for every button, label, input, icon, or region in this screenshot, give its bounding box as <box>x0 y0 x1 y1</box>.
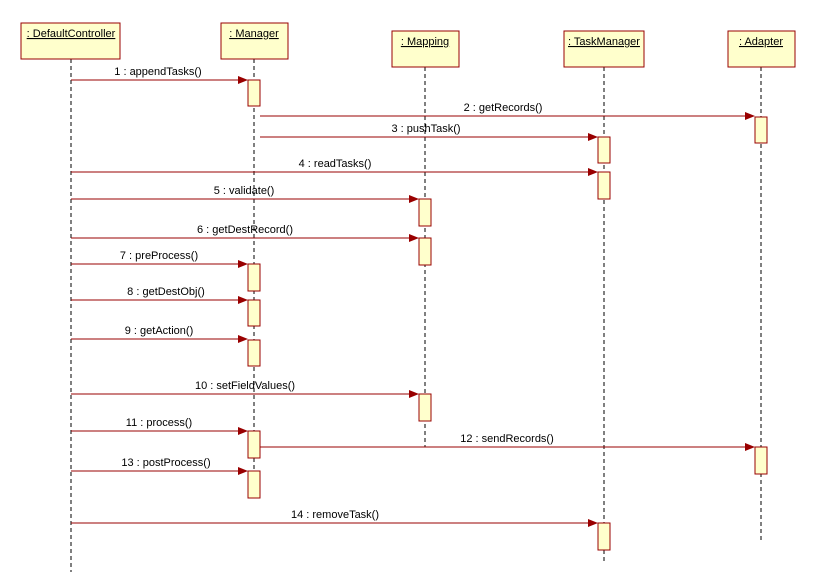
message-6-label: 6 : getDestRecord() <box>197 224 293 236</box>
arrowhead-icon <box>745 112 755 120</box>
lifeline-default-controller: : DefaultController <box>20 22 121 572</box>
message-1: 1 : appendTasks() <box>71 66 248 84</box>
arrowhead-icon <box>238 467 248 475</box>
message-8-label: 8 : getDestObj() <box>127 286 205 298</box>
arrowhead-icon <box>745 443 755 451</box>
message-14: 14 : removeTask() <box>71 509 598 527</box>
activation-bar <box>597 171 611 200</box>
lifeline-default-controller-box <box>20 22 121 60</box>
message-11: 11 : process() <box>71 417 248 435</box>
message-3-label: 3 : pushTask() <box>391 123 460 135</box>
lifeline-adapter-box <box>727 30 796 68</box>
activation-bar <box>754 446 768 475</box>
message-3: 3 : pushTask() <box>260 123 598 141</box>
message-9: 9 : getAction() <box>71 325 248 343</box>
activation-bars <box>247 79 768 551</box>
message-14-label: 14 : removeTask() <box>291 509 379 521</box>
arrowhead-icon <box>409 195 419 203</box>
message-8: 8 : getDestObj() <box>71 286 248 304</box>
activation-bar <box>247 339 261 367</box>
message-6: 6 : getDestRecord() <box>71 224 419 242</box>
lifeline-mapping-box <box>391 30 460 68</box>
message-4: 4 : readTasks() <box>71 158 598 176</box>
activation-bar <box>418 198 432 227</box>
message-7-label: 7 : preProcess() <box>120 250 198 262</box>
message-2: 2 : getRecords() <box>260 102 755 120</box>
message-1-label: 1 : appendTasks() <box>114 66 201 78</box>
message-7: 7 : preProcess() <box>71 250 248 268</box>
arrowhead-icon <box>238 296 248 304</box>
lifeline-task-manager-box <box>563 30 645 68</box>
arrowhead-icon <box>238 76 248 84</box>
activation-bar <box>597 522 611 551</box>
message-4-label: 4 : readTasks() <box>299 158 372 170</box>
message-12: 12 : sendRecords() <box>260 433 755 451</box>
lifeline-task-manager: : TaskManager <box>563 30 645 562</box>
lifeline-adapter-title: : Adapter <box>739 36 783 48</box>
activation-bar <box>247 299 261 327</box>
message-2-label: 2 : getRecords() <box>464 102 543 114</box>
lifeline-manager-box <box>220 22 289 60</box>
lifeline-task-manager-title: : TaskManager <box>568 36 640 48</box>
message-10-label: 10 : setFieldValues() <box>195 380 295 392</box>
activation-bar <box>418 393 432 422</box>
activation-bar <box>247 263 261 292</box>
lifeline-manager-title: : Manager <box>229 28 279 40</box>
arrowhead-icon <box>588 168 598 176</box>
lifeline-default-controller-title: : DefaultController <box>27 28 116 40</box>
activation-bar <box>418 237 432 266</box>
arrowhead-icon <box>409 390 419 398</box>
activation-bar <box>247 430 261 459</box>
activation-bar <box>597 136 611 164</box>
message-11-label: 11 : process() <box>126 417 192 429</box>
activation-bar <box>247 470 261 499</box>
arrowhead-icon <box>238 335 248 343</box>
arrowhead-icon <box>409 234 419 242</box>
arrowhead-icon <box>588 519 598 527</box>
message-5-label: 5 : validate() <box>214 185 275 197</box>
message-9-label: 9 : getAction() <box>125 325 193 337</box>
activation-bar <box>754 116 768 144</box>
arrowhead-icon <box>238 427 248 435</box>
message-13-label: 13 : postProcess() <box>121 457 210 469</box>
message-13: 13 : postProcess() <box>71 457 248 475</box>
message-12-label: 12 : sendRecords() <box>460 433 554 445</box>
arrowhead-icon <box>238 260 248 268</box>
message-5: 5 : validate() <box>71 185 419 203</box>
arrowhead-icon <box>588 133 598 141</box>
lifeline-mapping-title: : Mapping <box>401 36 449 48</box>
activation-bar <box>247 79 261 107</box>
lifeline-adapter: : Adapter <box>727 30 796 543</box>
message-10: 10 : setFieldValues() <box>71 380 419 398</box>
